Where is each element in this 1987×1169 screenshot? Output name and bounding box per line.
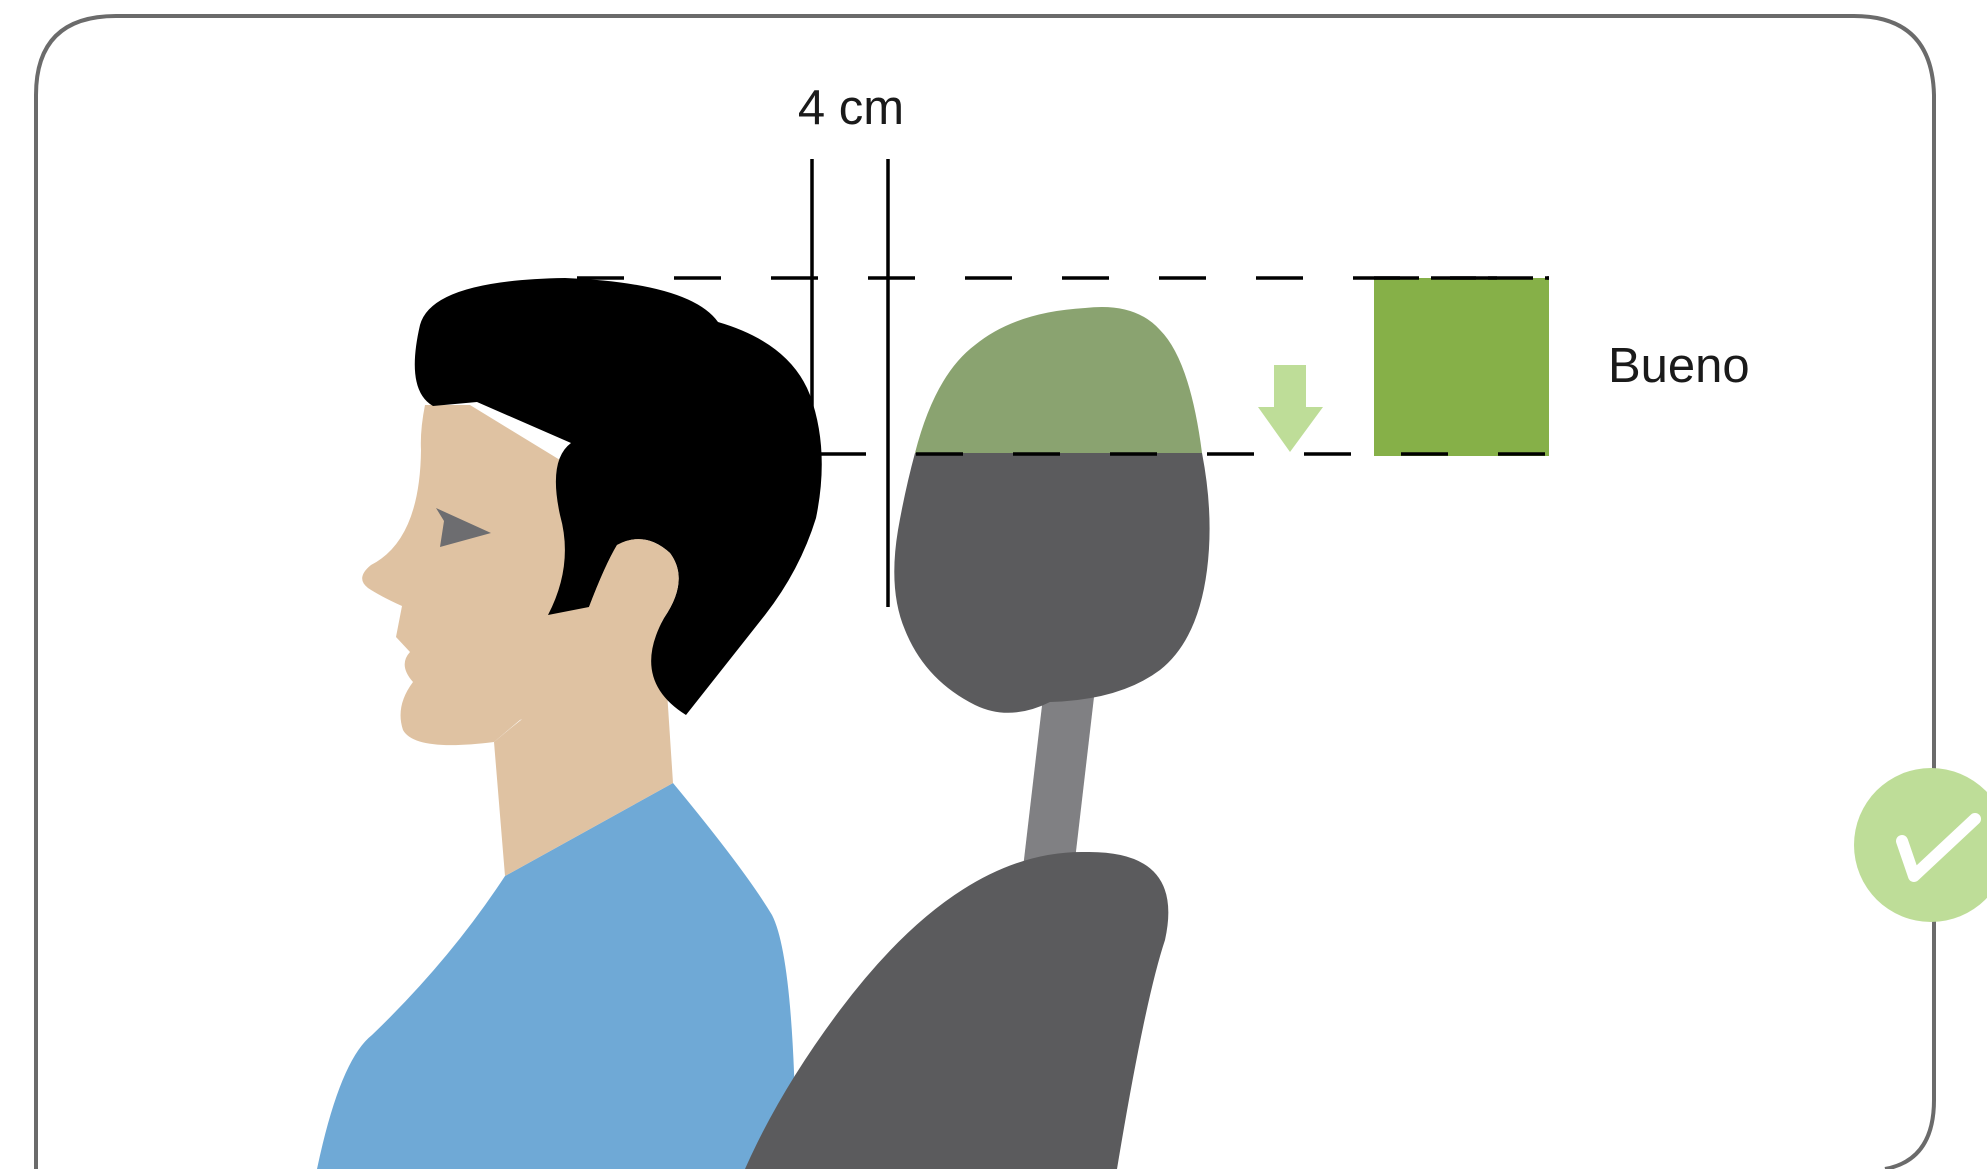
good-zone-band xyxy=(1374,278,1549,456)
headrest-upper xyxy=(915,307,1202,453)
check-badge xyxy=(1854,768,1987,922)
headrest-post xyxy=(1023,697,1094,868)
arrow-down-icon xyxy=(1258,365,1323,452)
good-zone-label: Bueno xyxy=(1608,339,1750,393)
check-icon xyxy=(1854,768,1987,922)
seat-back xyxy=(745,852,1168,1169)
gap-measurement-label: 4 cm xyxy=(798,81,904,135)
headrest-lower xyxy=(894,453,1209,713)
